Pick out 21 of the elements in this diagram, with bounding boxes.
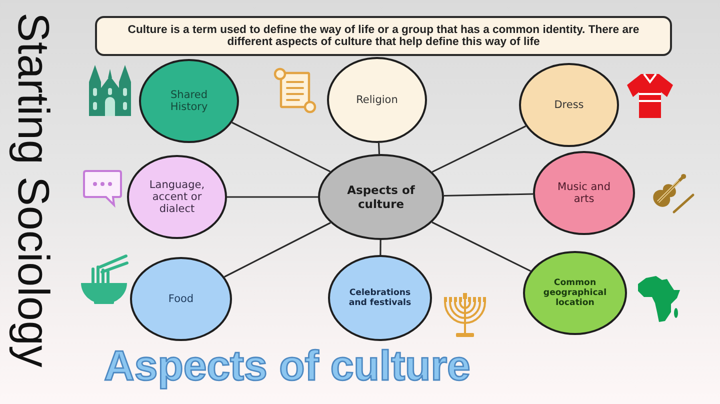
connector-line (232, 122, 331, 172)
topic-label: Music and arts (556, 181, 612, 205)
topic-label: Language, accent or dialect (148, 179, 206, 215)
topic-label: Celebrations and festivals (348, 288, 412, 308)
connector-line (227, 196, 318, 198)
topic-label: Shared History (169, 89, 209, 113)
connector-line (380, 240, 382, 255)
connector-line (378, 142, 380, 154)
connector-line (432, 222, 532, 272)
topic-label: Dress (554, 99, 584, 111)
topic-label: Religion (356, 94, 398, 106)
connector-line (444, 193, 534, 197)
title-text: Aspects of culture (104, 343, 470, 390)
definition-text: Culture is a term used to define the way of life or a group that has a common identity. There are different aspects of culture that help define this way of life (126, 24, 640, 48)
side-heading: Starting Sociology (10, 12, 54, 368)
connector-line (432, 125, 526, 173)
connector-line (224, 222, 331, 278)
topic-label: Common geographical location (542, 278, 608, 308)
topic-label: Food (168, 293, 194, 305)
definition-panel (95, 16, 672, 56)
central-label: Aspects of culture (346, 183, 416, 211)
